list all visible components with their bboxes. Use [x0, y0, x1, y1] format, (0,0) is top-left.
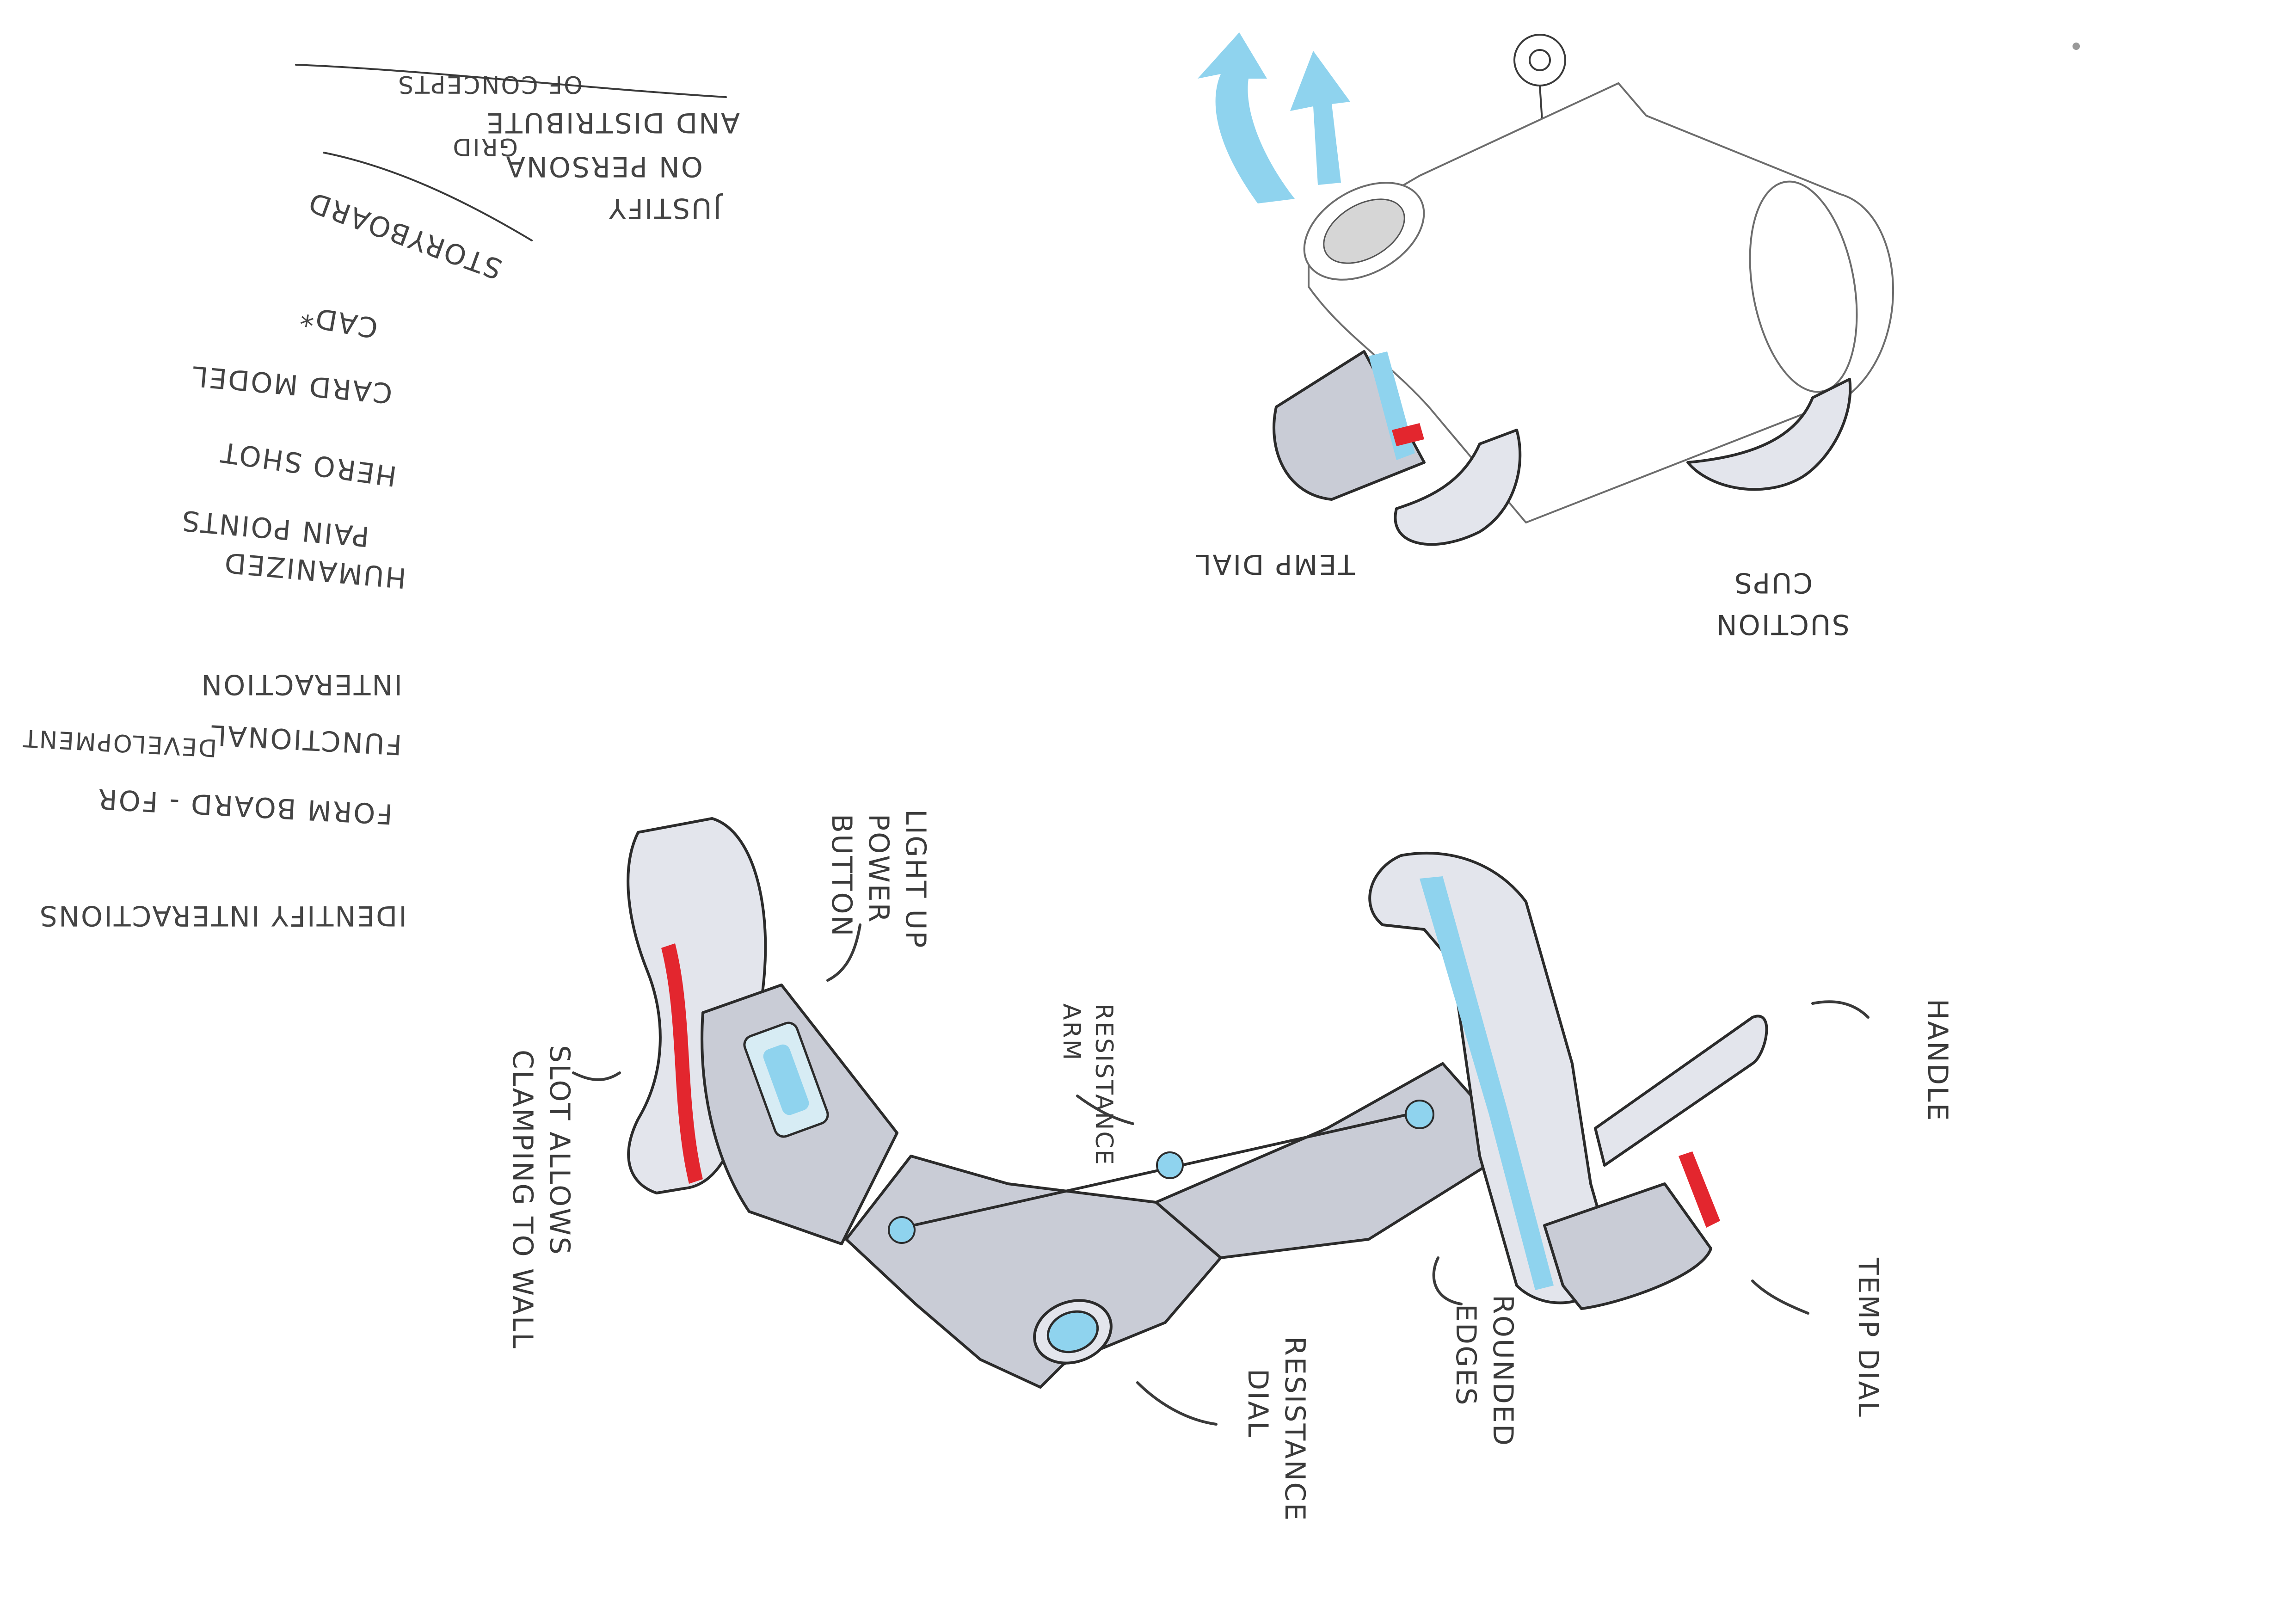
- note-and-distribute: AND DISTRIBUTE: [485, 106, 740, 139]
- label-slot-allows: SLOT ALLOWS: [543, 1045, 576, 1256]
- label-temp-dial-bottom: TEMP DIAL: [1852, 1257, 1884, 1418]
- note-on-persona: ON PERSONA: [505, 150, 703, 183]
- note-cad: CAD*: [297, 299, 381, 344]
- paper-speck: [2073, 43, 2080, 50]
- label-resistance-arm: RESISTANCE: [1090, 1003, 1118, 1166]
- note-justify: JUSTIFY: [608, 192, 723, 224]
- note-development: DEVELOPMENT: [21, 724, 218, 762]
- label-rounded: ROUNDED: [1487, 1295, 1519, 1447]
- arrow-slot: [573, 1073, 620, 1080]
- label-button: BUTTON: [825, 814, 858, 937]
- arrow-rounded-edges: [1434, 1258, 1461, 1304]
- label-light-up: LIGHT UP: [899, 809, 932, 949]
- top-faucet-sketch: TEMP DIAL SUCTION CUPS: [1194, 32, 1893, 640]
- up-arrow-small-icon: [1290, 51, 1350, 185]
- note-pain-points: PAIN POINTS: [179, 504, 370, 552]
- arrow-resistance-dial: [1138, 1383, 1216, 1424]
- label-cups: CUPS: [1733, 566, 1813, 599]
- label-dial: DIAL: [1242, 1369, 1274, 1438]
- label-arm: ARM: [1058, 1003, 1085, 1062]
- label-suction: SUCTION: [1715, 608, 1850, 640]
- label-resistance-dial: RESISTANCE: [1279, 1336, 1311, 1522]
- note-card-model: CARD MODEL: [190, 359, 394, 409]
- notes-list: JUSTIFY ON PERSONA GRID AND DISTRIBUTE O…: [21, 65, 740, 932]
- power-icon: [1530, 50, 1550, 70]
- rod-joint-middle: [1157, 1152, 1183, 1178]
- note-identify-interactions: IDENTIFY INTERACTIONS: [38, 899, 407, 932]
- arrow-handle: [1813, 1002, 1868, 1017]
- note-storyboard: STORYBOARD: [303, 185, 506, 285]
- arm-elbow-segment: [846, 1156, 1221, 1387]
- arm-lower-segment: [1156, 1064, 1517, 1258]
- label-temp-dial-top: TEMP DIAL: [1194, 548, 1355, 580]
- note-functional: FUNCTIONAL: [209, 718, 403, 761]
- rod-joint-left: [889, 1217, 915, 1243]
- label-edges: EDGES: [1450, 1304, 1482, 1407]
- power-icon-ring: [1514, 35, 1565, 86]
- label-clamping-to-wall: CLAMPING TO WALL: [506, 1050, 539, 1350]
- note-form-board: FORM BOARD - FOR: [96, 782, 394, 830]
- note-humanized: HUMANIZED: [222, 546, 407, 594]
- label-handle: HANDLE: [1921, 999, 1954, 1122]
- note-interaction: INTERACTION: [200, 668, 402, 701]
- rod-joint-right: [1406, 1101, 1433, 1128]
- bottom-arm-sketch: LIGHT UP POWER BUTTON RESISTANCE ARM HAN…: [506, 809, 1954, 1522]
- handle-crossbar: [1595, 1016, 1766, 1165]
- arrow-temp-dial: [1753, 1281, 1808, 1313]
- note-hero-shot: HERO SHOT: [218, 436, 399, 492]
- up-arrow-large-icon: [1198, 32, 1295, 203]
- label-power: POWER: [862, 814, 895, 923]
